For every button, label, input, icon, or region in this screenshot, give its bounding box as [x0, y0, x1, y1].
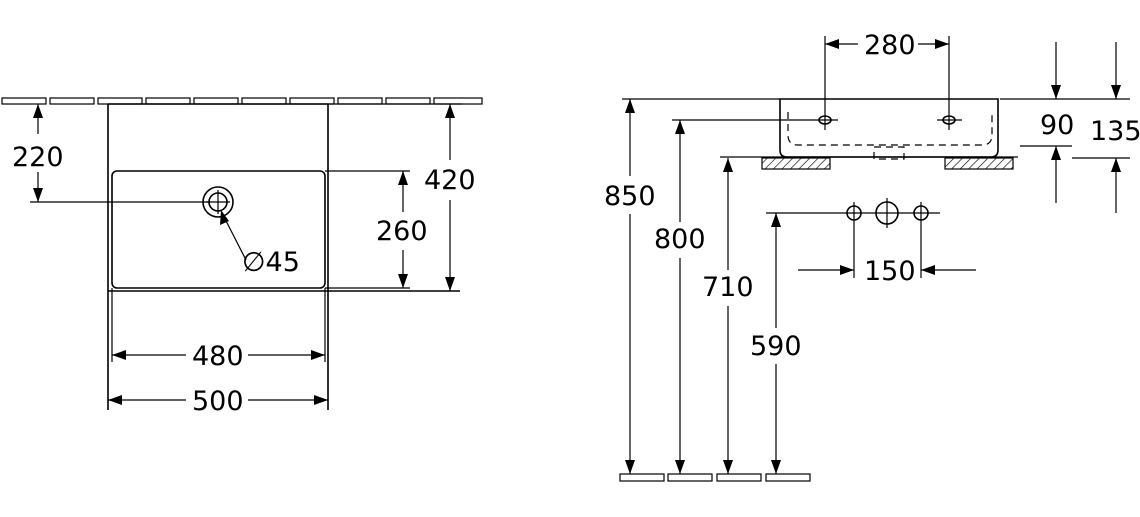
top-view: 220 420 260 ∅45	[1, 97, 483, 417]
basin-bowl-top	[111, 170, 326, 289]
dim-mount-height-label: 850	[604, 181, 656, 212]
dim-inner-width: 480	[111, 288, 326, 372]
dim-rim-to-floor-label: 800	[654, 224, 706, 255]
dim-edge-offset-label: 220	[12, 142, 64, 173]
dim-tap-spacing: 280	[824, 30, 950, 130]
dim-rim-to-floor: 800	[654, 119, 815, 474]
dim-tap-hole-diameter-label: ∅45	[242, 247, 300, 278]
dim-inner-width-label: 480	[192, 341, 244, 372]
dim-mount-height: 850	[604, 98, 780, 474]
dim-total-depth: 420	[328, 103, 476, 291]
tap-holes-side	[815, 115, 962, 125]
dim-tap-spacing-label: 280	[864, 30, 916, 61]
dim-edge-offset: 220	[12, 104, 210, 203]
dim-bracket-height-label: 710	[702, 272, 754, 303]
bracket-left	[761, 157, 831, 170]
dim-front-height-label: 135	[1090, 116, 1140, 147]
dim-supply-spacing: 150	[798, 224, 976, 287]
side-view: 280 90 135 850	[604, 30, 1140, 482]
dim-supply-spacing-label: 150	[864, 256, 916, 287]
dim-supply-height: 590	[750, 213, 802, 474]
dim-front-height: 135	[1072, 42, 1140, 213]
dim-total-depth-label: 420	[424, 165, 476, 196]
dim-bowl-depth-label: 260	[376, 216, 428, 247]
dim-bracket-height: 710	[702, 158, 754, 474]
basin-outline-top	[107, 103, 329, 410]
floor-tiles	[619, 473, 811, 482]
wall-tiles-top	[1, 97, 483, 105]
bowl-dashed	[787, 112, 993, 146]
dim-tap-hole-diameter: ∅45	[220, 210, 300, 278]
dim-rim-thickness-label: 90	[1040, 110, 1074, 141]
dim-total-width: 500	[108, 386, 328, 417]
supply-connections	[766, 198, 940, 228]
dim-bowl-depth: 260	[325, 170, 428, 289]
bracket-right	[944, 157, 1014, 170]
drain-dashed	[873, 146, 905, 160]
dim-total-width-label: 500	[192, 386, 244, 417]
dim-rim-thickness: 90	[1000, 42, 1074, 203]
dim-supply-height-label: 590	[750, 331, 802, 362]
basin-profile	[779, 98, 999, 158]
